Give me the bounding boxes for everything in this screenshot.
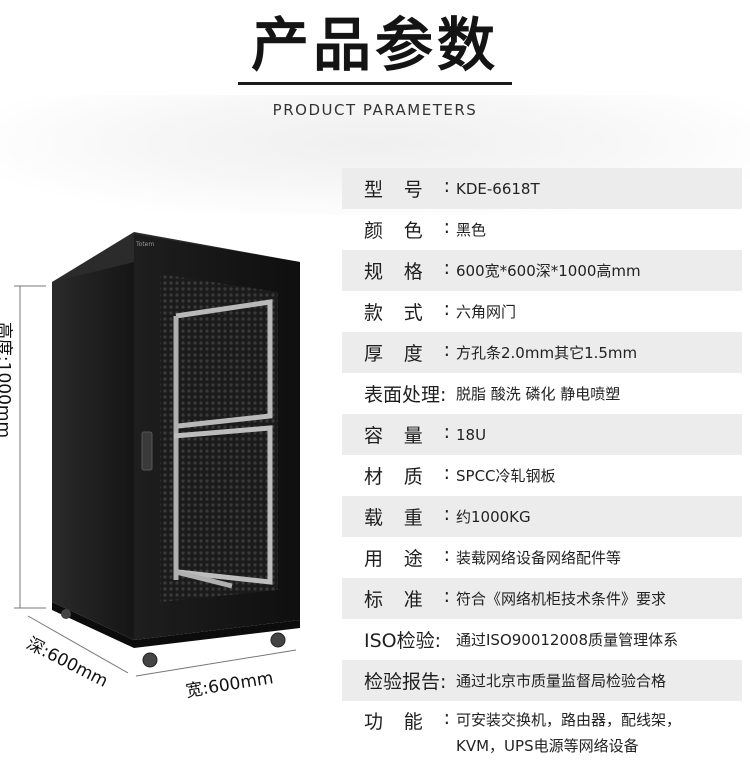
parameter-row: 颜色: 黑色 (342, 209, 742, 250)
parameter-label: 载重: (364, 503, 450, 529)
parameter-row: 功能:可安装交换机，路由器，配线架， KVM，UPS电源等网络设备 (342, 701, 742, 763)
parameter-label: 颜色: (364, 216, 450, 242)
parameter-value: 黑色 (456, 220, 487, 239)
parameter-row: 厚度: 方孔条2.0mm其它1.5mm (342, 332, 742, 373)
parameter-value: 六角网门 (456, 302, 517, 321)
parameter-label: 标准: (364, 585, 450, 611)
parameter-value: SPCC冷轧钢板 (456, 466, 556, 485)
caster-wheel (270, 632, 286, 648)
parameter-label: 表面处理: (364, 384, 447, 406)
cabinet-side-panel (52, 262, 134, 640)
caster-wheel (142, 652, 158, 668)
parameter-label: ISO检验: (364, 630, 442, 652)
parameter-value: 脱脂 酸洗 磷化 静电喷塑 (456, 384, 621, 403)
parameter-value: 可安装交换机，路由器，配线架， KVM，UPS电源等网络设备 (456, 711, 682, 755)
parameter-value: 符合《网络机柜技术条件》要求 (456, 589, 667, 608)
parameter-row: 载重: 约1000KG (342, 496, 742, 537)
parameter-label: 检验报告: (364, 671, 447, 693)
door-handle (141, 431, 153, 471)
parameter-label: 材质: (364, 462, 450, 488)
parameter-value: 约1000KG (456, 507, 531, 526)
parameter-row: 用途: 装载网络设备网络配件等 (342, 537, 742, 578)
parameter-value: 装载网络设备网络配件等 (456, 548, 622, 567)
height-dimension: 高度:1000mm (0, 321, 14, 439)
parameter-label: 款式: (364, 298, 450, 324)
mesh-panel (160, 274, 278, 602)
parameter-label: 容量: (364, 421, 450, 447)
parameter-row: 容量: 18U (342, 414, 742, 455)
parameter-label: 用途: (364, 544, 450, 570)
parameter-value: 通过ISO90012008质量管理体系 (456, 630, 679, 649)
title-underline (238, 82, 512, 85)
cabinet-logo: Totem (135, 241, 154, 248)
parameter-label: 规格: (364, 257, 450, 283)
parameter-row: ISO检验: 通过ISO90012008质量管理体系 (342, 619, 742, 660)
parameter-row: 标准: 符合《网络机柜技术条件》要求 (342, 578, 742, 619)
parameter-row: 检验报告: 通过北京市质量监督局检验合格 (342, 660, 742, 701)
parameter-row: 型号: KDE-6618T (342, 168, 742, 209)
parameter-value: 方孔条2.0mm其它1.5mm (456, 343, 638, 362)
parameter-row: 表面处理: 脱脂 酸洗 磷化 静电喷塑 (342, 373, 742, 414)
parameter-value: 18U (456, 425, 487, 444)
parameter-table: 型号: KDE-6618T 颜色: 黑色规格: 600宽*600深*1000高mm 款式:… (342, 168, 742, 763)
parameter-label: 功能: (364, 707, 450, 733)
parameter-label: 型号: (364, 175, 450, 201)
parameter-value: KDE-6618T (456, 179, 540, 198)
parameter-label: 厚度: (364, 339, 450, 365)
page-title: 产品参数 (250, 11, 499, 79)
parameter-row: 规格: 600宽*600深*1000高mm (342, 250, 742, 291)
page-subtitle: PRODUCT PARAMETERS (272, 101, 478, 119)
parameter-row: 材质: SPCC冷轧钢板 (342, 455, 742, 496)
cabinet-illustration: Totem (14, 232, 300, 677)
parameter-value: 通过北京市质量监督局检验合格 (456, 671, 667, 690)
parameter-value: 600宽*600深*1000高mm (456, 261, 641, 280)
parameter-row: 款式: 六角网门 (342, 291, 742, 332)
caster-wheel (61, 609, 71, 619)
